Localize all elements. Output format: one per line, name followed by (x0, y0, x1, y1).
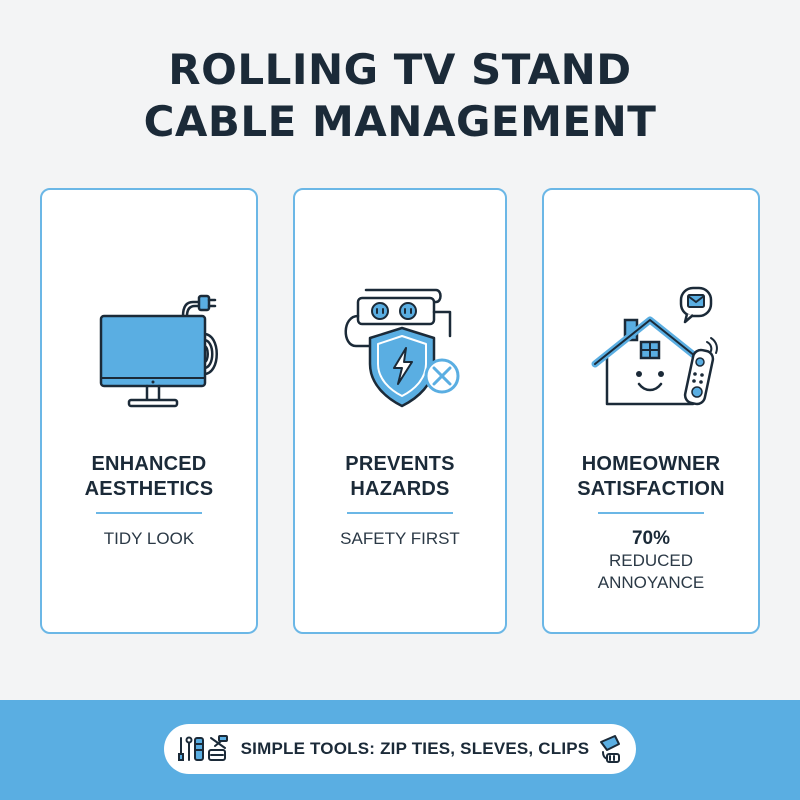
stat-label-line-1: REDUCED (608, 551, 694, 570)
clip-icon (600, 735, 621, 763)
card-heading: ENHANCED AESTHETICS (42, 452, 256, 502)
heading-line-2: AESTHETICS (84, 478, 214, 500)
card-stat-block: 70% REDUCED ANNOYANCE (544, 528, 758, 594)
page-title: ROLLING TV STAND CABLE MANAGEMENT (0, 44, 800, 148)
divider (96, 512, 202, 514)
stat-value: 70% (631, 528, 671, 549)
card-heading: HOMEOWNER SATISFACTION (544, 452, 758, 502)
monitor-cable-icon (99, 294, 218, 408)
tools-text: SIMPLE TOOLS: ZIP TIES, SLEVES, CLIPS (240, 739, 590, 758)
shield-power-icon (344, 288, 460, 408)
card-heading: PREVENTS HAZARDS (295, 452, 505, 502)
happy-house-icon (591, 286, 718, 406)
divider (347, 512, 453, 514)
tools-banner: SIMPLE TOOLS: ZIP TIES, SLEVES, CLIPS (164, 724, 636, 774)
card-satisfaction: HOMEOWNER SATISFACTION 70% REDUCED ANNOY… (542, 188, 760, 634)
divider (598, 512, 704, 514)
card-hazards: PREVENTS HAZARDS SAFETY FIRST (293, 188, 507, 634)
heading-line-1: PREVENTS (345, 453, 455, 475)
heading-line-1: HOMEOWNER (581, 453, 721, 475)
heading-line-2: SATISFACTION (577, 478, 725, 500)
card-subtitle: SAFETY FIRST (340, 529, 460, 548)
title-line-2: CABLE MANAGEMENT (143, 97, 657, 146)
title-line-1: ROLLING TV STAND (168, 45, 632, 94)
card-aesthetics: ENHANCED AESTHETICS TIDY LOOK (40, 188, 258, 634)
tools-icon (177, 735, 228, 761)
heading-line-2: HAZARDS (350, 478, 450, 500)
stat-label-line-2: ANNOYANCE (597, 573, 705, 592)
heading-line-1: ENHANCED (91, 453, 207, 475)
card-subtitle: TIDY LOOK (103, 529, 195, 548)
